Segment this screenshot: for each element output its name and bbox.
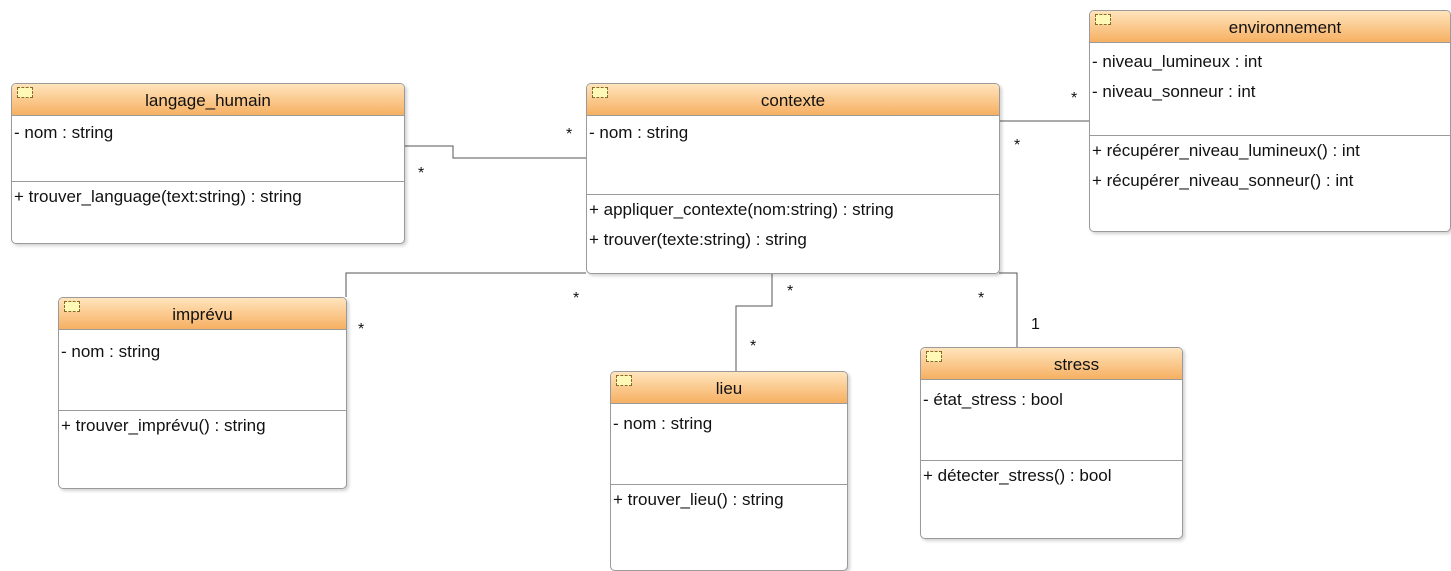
- class-icon: [17, 87, 33, 98]
- class-name: stress: [1053, 355, 1100, 374]
- attribute: - nom : string: [14, 123, 114, 142]
- class-imprevu[interactable]: imprévu - nom : string + trouver_imprévu…: [58, 297, 347, 489]
- operations-section: + trouver_imprévu() : string: [59, 410, 346, 441]
- attributes-section: - nom : string: [59, 337, 346, 367]
- attributes-section: - état_stress : bool: [921, 385, 1182, 415]
- mult-contexte-imprevu-end: *: [573, 290, 580, 307]
- assoc-langage-contexte: [404, 145, 586, 159]
- attributes-section: - nom : string: [587, 118, 999, 148]
- attributes-section: - nom : string: [611, 409, 847, 439]
- class-langage-humain[interactable]: langage_humain - nom : string + trouver_…: [11, 83, 405, 244]
- operation: + récupérer_niveau_sonneur() : int: [1092, 171, 1354, 190]
- mult-contexte-env-end: *: [1014, 137, 1021, 154]
- mult-contexte-lieu-end: *: [787, 283, 794, 300]
- operations-section: + trouver_language(text:string) : string: [12, 181, 404, 212]
- class-name: langage_humain: [145, 91, 271, 110]
- mult-imprevu-end: *: [358, 321, 365, 338]
- attribute: - nom : string: [61, 342, 161, 361]
- class-name: environnement: [1228, 18, 1342, 37]
- operation: + récupérer_niveau_lumineux() : int: [1092, 141, 1360, 160]
- mult-environnement-end: *: [1071, 90, 1078, 107]
- operation: + trouver_lieu() : string: [613, 490, 784, 509]
- operations-section: + appliquer_contexte(nom:string) : strin…: [587, 194, 999, 255]
- class-header: stress: [921, 348, 1182, 380]
- class-lieu[interactable]: lieu - nom : string + trouver_lieu() : s…: [610, 371, 848, 571]
- class-icon: [592, 87, 608, 98]
- operation: + détecter_stress() : bool: [923, 466, 1112, 485]
- attribute: - état_stress : bool: [923, 390, 1063, 409]
- class-header: contexte: [587, 84, 999, 116]
- operation: + trouver(texte:string) : string: [589, 230, 807, 249]
- mult-stress-end: 1: [1031, 316, 1040, 333]
- mult-contexte-stress-end: *: [978, 290, 985, 307]
- class-icon: [64, 301, 80, 312]
- class-name: contexte: [760, 91, 826, 110]
- mult-lieu-end: *: [750, 338, 757, 355]
- class-header: lieu: [611, 372, 847, 404]
- assoc-contexte-imprevu: [345, 272, 586, 297]
- class-name: lieu: [715, 379, 743, 398]
- class-header: environnement: [1090, 11, 1450, 43]
- attribute: - nom : string: [613, 414, 713, 433]
- class-name: imprévu: [172, 305, 233, 324]
- class-stress[interactable]: stress - état_stress : bool + détecter_s…: [920, 347, 1183, 539]
- attributes-section: - nom : string: [12, 118, 404, 148]
- operation: + trouver_language(text:string) : string: [14, 187, 302, 206]
- attribute: - niveau_lumineux : int: [1092, 52, 1263, 71]
- attributes-section: - niveau_lumineux : int - niveau_sonneur…: [1090, 47, 1450, 107]
- class-environnement[interactable]: environnement - niveau_lumineux : int - …: [1089, 10, 1451, 232]
- class-contexte[interactable]: contexte - nom : string + appliquer_cont…: [586, 83, 1000, 274]
- operation: + appliquer_contexte(nom:string) : strin…: [589, 200, 894, 219]
- attribute: - nom : string: [589, 123, 689, 142]
- class-icon: [616, 375, 632, 386]
- association-lines: [345, 120, 1090, 371]
- operations-section: + récupérer_niveau_lumineux() : int + ré…: [1090, 135, 1450, 196]
- mult-langage-end: *: [418, 165, 425, 182]
- assoc-contexte-stress: [999, 272, 1018, 347]
- assoc-contexte-lieu: [735, 274, 773, 371]
- attribute: - niveau_sonneur : int: [1092, 82, 1256, 101]
- class-icon: [926, 351, 942, 362]
- class-icon: [1095, 14, 1111, 25]
- class-header: imprévu: [59, 298, 346, 330]
- operations-section: + détecter_stress() : bool: [921, 460, 1182, 491]
- mult-contexte-langage-end: *: [566, 126, 573, 143]
- class-header: langage_humain: [12, 84, 404, 116]
- operations-section: + trouver_lieu() : string: [611, 484, 847, 515]
- operation: + trouver_imprévu() : string: [61, 416, 266, 435]
